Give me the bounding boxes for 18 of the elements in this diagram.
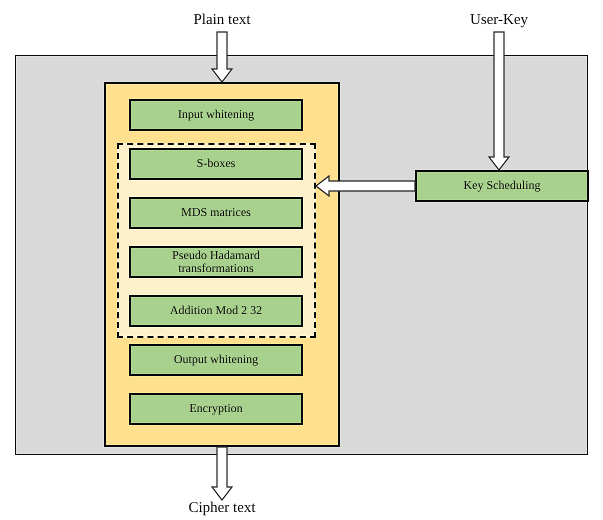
text-label: User-Key — [449, 12, 549, 32]
block-arrow — [488, 31, 510, 171]
process-box: Addition Mod 2 32 — [129, 295, 303, 327]
block-arrow — [315, 174, 416, 198]
process-box: Input whitening — [129, 99, 303, 131]
process-box: Pseudo Hadamard transformations — [129, 246, 303, 278]
process-box: Output whitening — [129, 344, 303, 376]
process-box: Key Scheduling — [415, 170, 589, 202]
process-box: S-boxes — [129, 148, 303, 180]
text-label: Plain text — [172, 12, 272, 32]
process-box: MDS matrices — [129, 197, 303, 229]
process-box: Encryption — [129, 393, 303, 425]
cipher-panel — [104, 82, 340, 447]
text-label: Cipher text — [172, 500, 272, 520]
block-arrow — [210, 446, 234, 501]
dashed-group — [117, 143, 316, 338]
block-arrow — [210, 31, 234, 83]
outer-panel — [15, 55, 588, 455]
